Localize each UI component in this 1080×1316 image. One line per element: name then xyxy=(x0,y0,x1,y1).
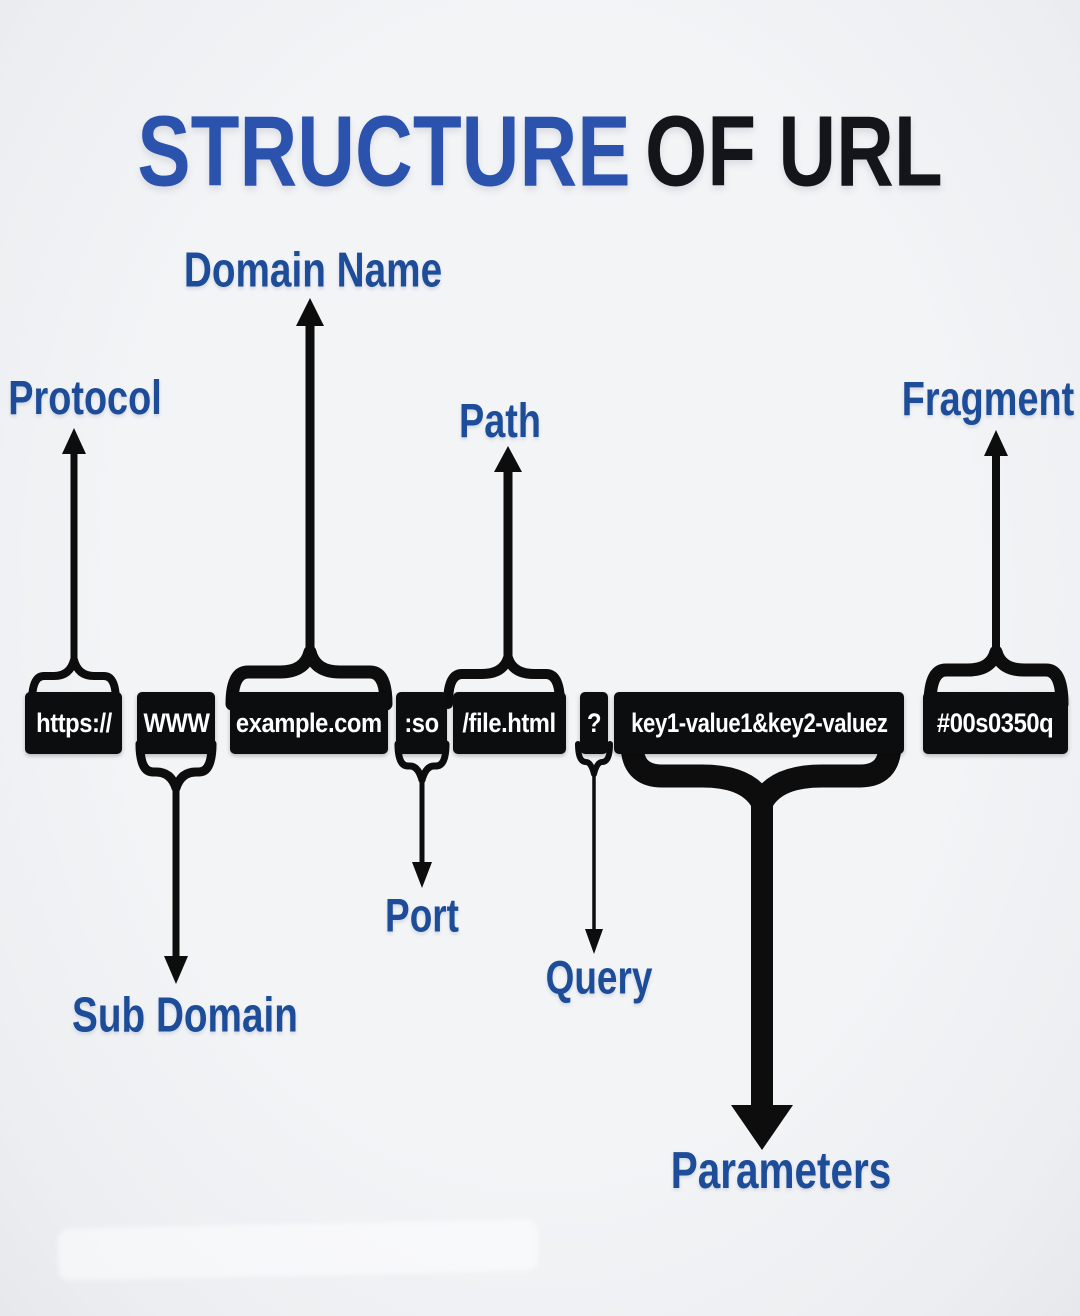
label-fragment: Fragment xyxy=(901,372,1075,427)
url-segment-fragment-text: #00s0350q xyxy=(937,707,1054,738)
url-segment-query-text: ? xyxy=(586,707,602,738)
url-segment-query: ? xyxy=(580,692,608,754)
url-segment-subdomain: WWW xyxy=(137,692,215,754)
url-segment-path-text: /file.html xyxy=(462,707,557,738)
sub-domain-arrowhead xyxy=(164,956,188,984)
label-query: Query xyxy=(545,951,653,1004)
label-port: Port xyxy=(385,889,459,942)
url-segment-path: /file.html xyxy=(453,692,566,754)
label-protocol: Protocol xyxy=(8,371,162,426)
label-path: Path xyxy=(458,394,542,449)
url-segment-protocol: https:// xyxy=(25,692,122,754)
url-segment-parameters-text: key1-value1&key2-valuez xyxy=(630,707,888,738)
label-domain-name: Domain Name xyxy=(183,243,443,298)
port-arrowhead xyxy=(412,862,432,888)
watermark xyxy=(57,1218,539,1282)
query-arrowhead xyxy=(585,929,603,954)
domain-name-arrowhead xyxy=(296,298,324,326)
url-segment-domain: example.com xyxy=(230,692,388,754)
url-segment-fragment: #00s0350q xyxy=(923,692,1068,754)
path-arrowhead xyxy=(494,446,522,472)
title-structure: STRUCTURE xyxy=(137,95,631,208)
fragment-arrowhead xyxy=(984,430,1008,456)
url-segment-parameters: key1-value1&key2-valuez xyxy=(614,692,904,754)
url-segment-port-text: :so xyxy=(404,707,439,738)
label-sub-domain: Sub Domain xyxy=(72,988,298,1043)
parameters-arrowhead xyxy=(731,1105,793,1150)
protocol-arrowhead xyxy=(62,428,86,454)
url-segment-port: :so xyxy=(396,692,447,754)
url-segment-subdomain-text: WWW xyxy=(143,707,209,738)
label-parameters: Parameters xyxy=(670,1140,892,1200)
url-segment-domain-text: example.com xyxy=(236,707,382,738)
url-segment-protocol-text: https:// xyxy=(35,707,112,738)
title-of-url: OF URL xyxy=(644,95,943,208)
